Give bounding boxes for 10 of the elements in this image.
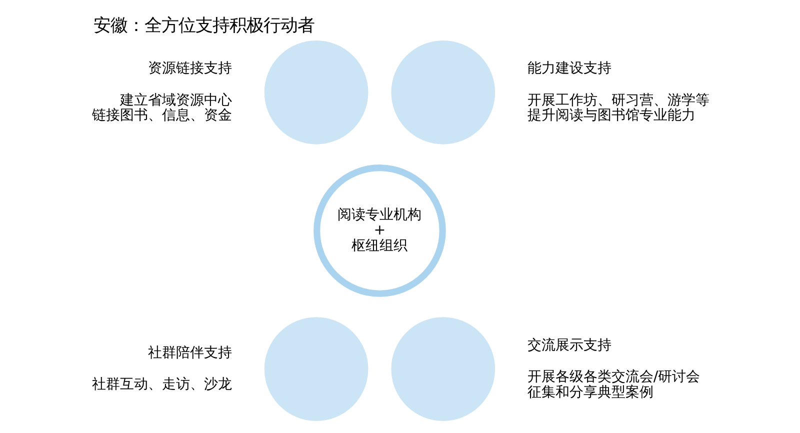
node-circle: 阅读专业机构 + 枢纽组织	[313, 164, 446, 297]
diagram-title: 安徽：全方位支持积极行动者	[93, 16, 314, 36]
node-text: 社群陪伴支持 社群互动、走访、沙龙	[92, 344, 232, 393]
node-text: 能力建设支持 开展工作坊、研习营、游学等 提升阅读与图书馆专业能力	[526, 60, 709, 124]
node-circle	[264, 40, 368, 144]
node-circle	[390, 40, 495, 144]
node-circle	[390, 317, 495, 421]
node-text: 交流展示支持 开展各级各类交流会/研讨会 征集和分享典型案例	[526, 337, 700, 400]
node-text: 资源链接支持 建立省域资源中心 链接图书、信息、资金	[92, 60, 232, 124]
node-circle	[264, 317, 368, 421]
